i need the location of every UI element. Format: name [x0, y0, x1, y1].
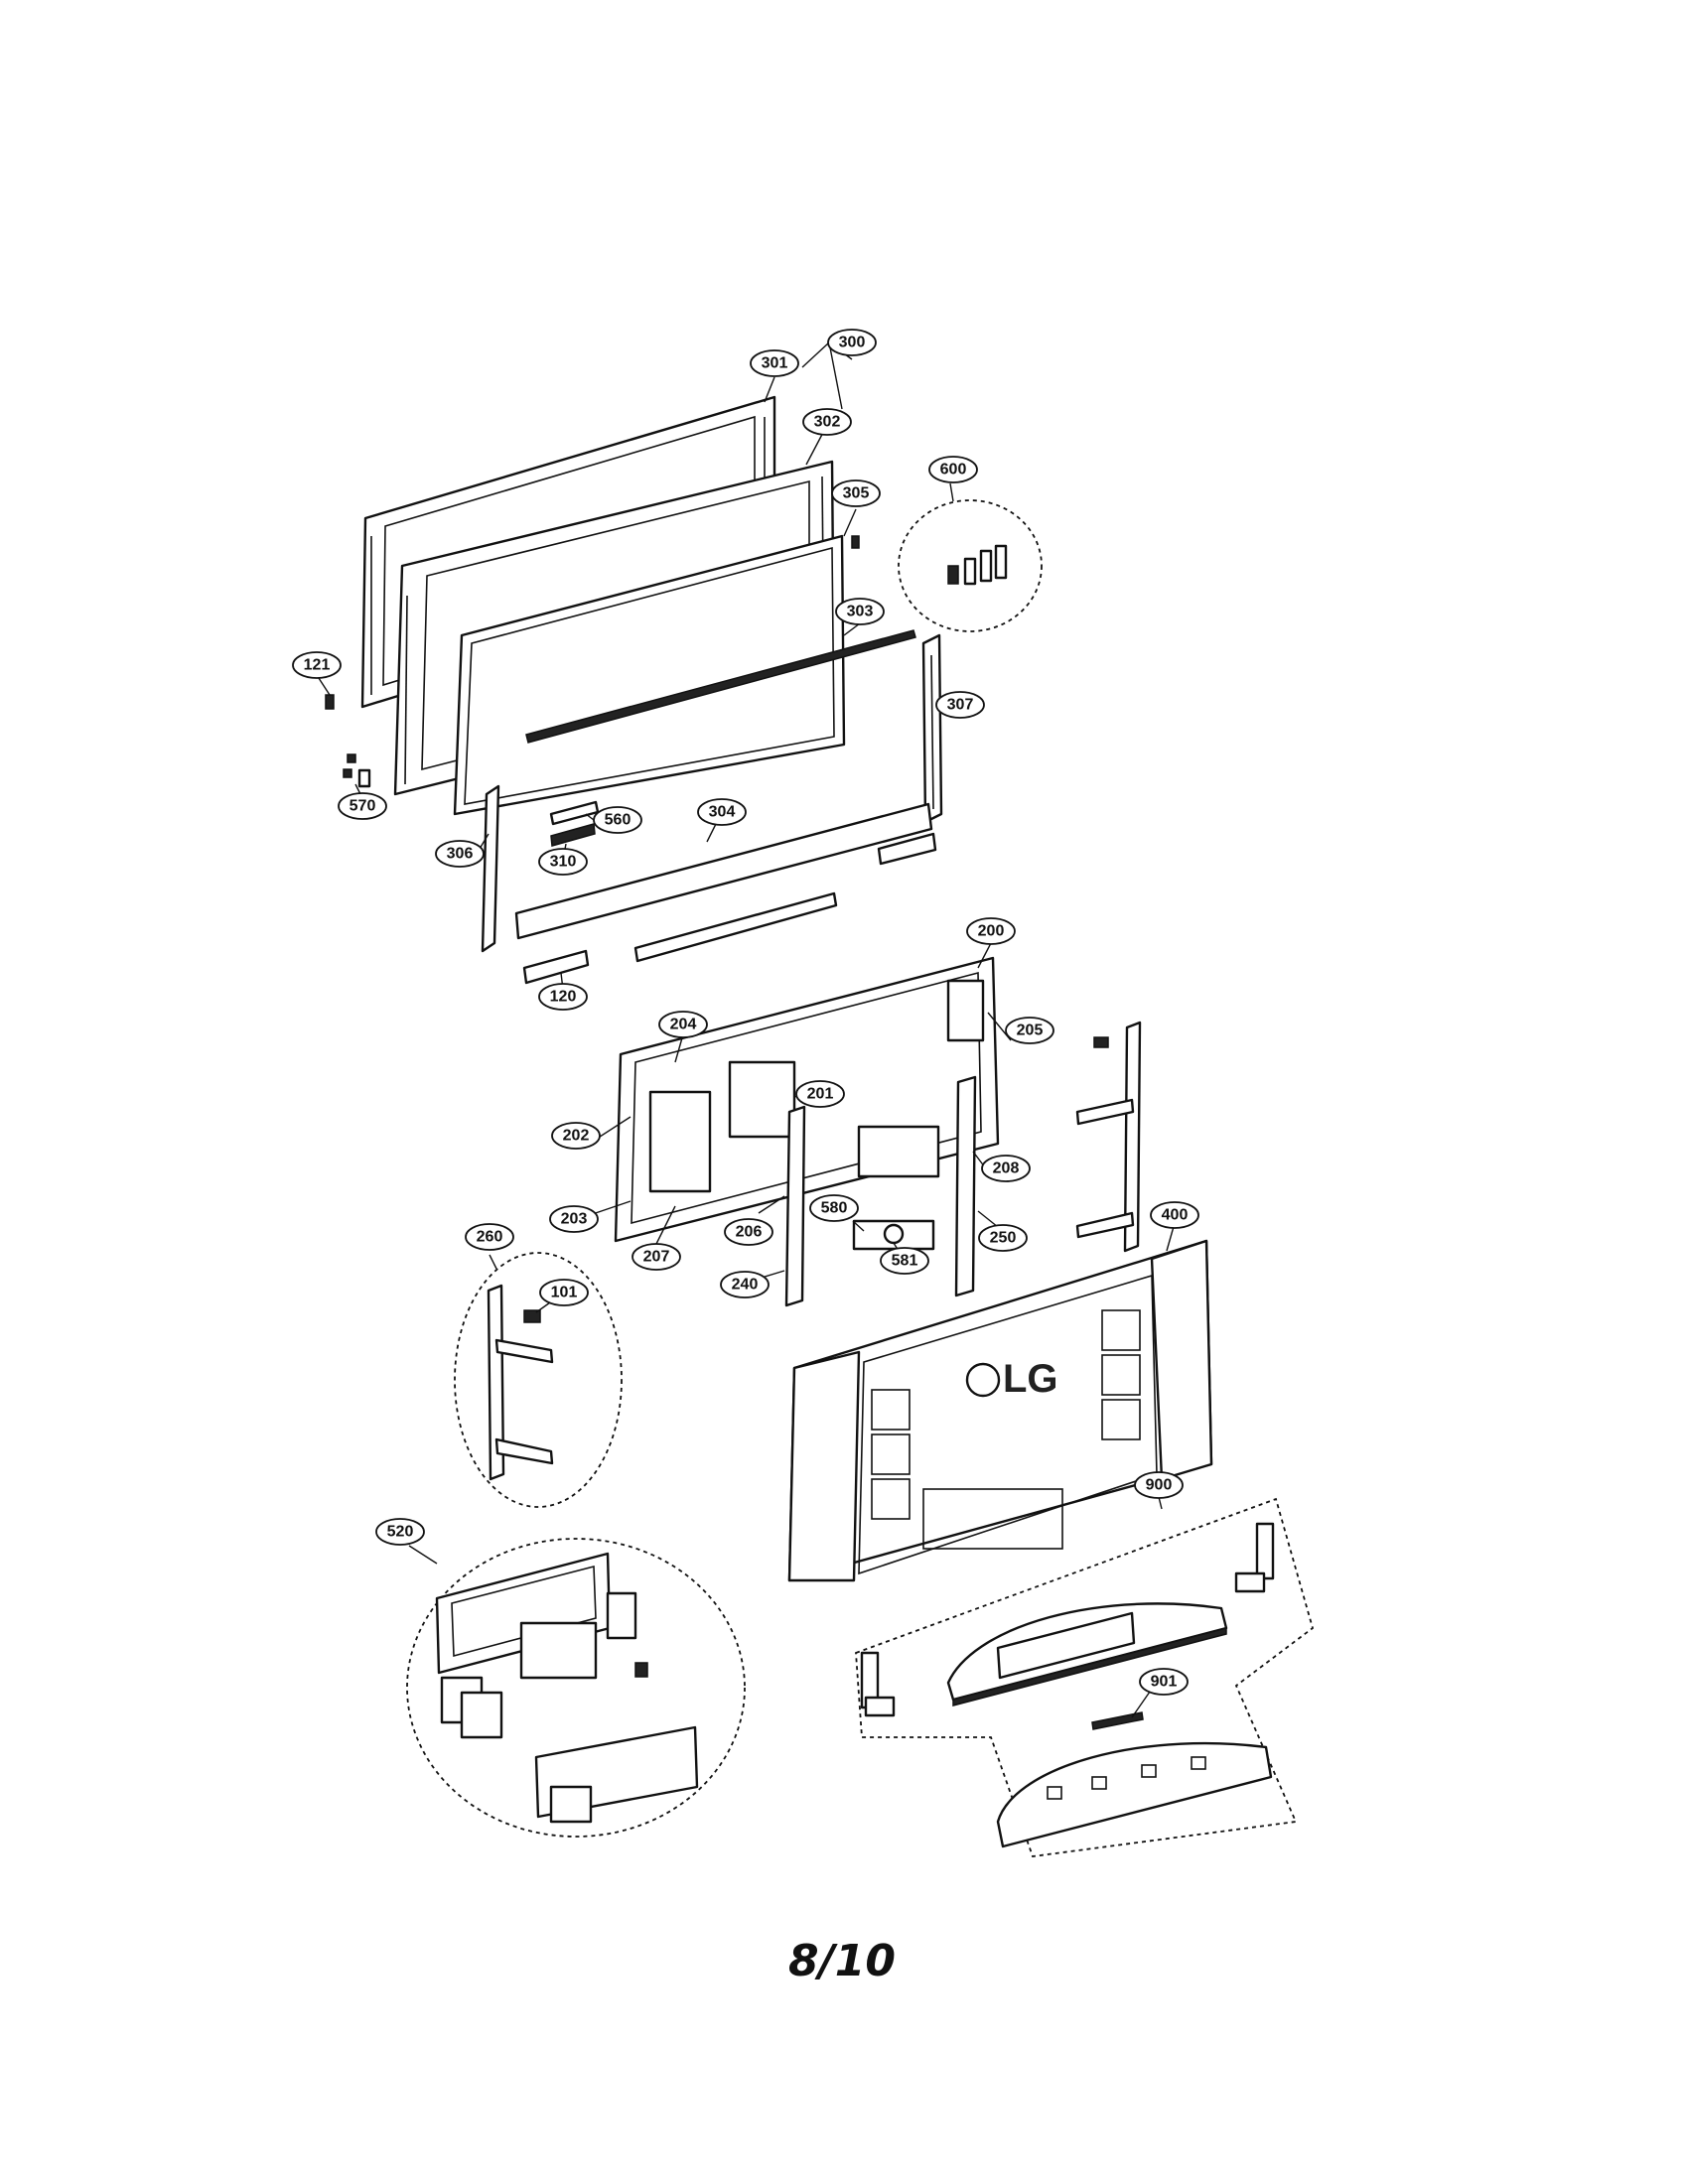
svg-text:203: 203 [561, 1211, 588, 1228]
screw-121 [325, 694, 335, 710]
callout-301: 301 [750, 349, 799, 377]
svg-text:121: 121 [304, 657, 331, 674]
callout-101: 101 [539, 1279, 589, 1306]
callout-310: 310 [538, 848, 588, 876]
callout-120: 120 [538, 983, 588, 1011]
svg-text:250: 250 [990, 1230, 1017, 1247]
callout-600: 600 [928, 456, 978, 483]
side-bracket-307 [921, 633, 943, 824]
svg-text:204: 204 [670, 1017, 697, 1033]
back-cover-400: LG [787, 1239, 1213, 1582]
bottom-bracket-304 [514, 802, 933, 963]
svg-text:303: 303 [847, 604, 874, 620]
stand-post-right [1255, 1522, 1275, 1580]
right-stand-bracket [1075, 1021, 1142, 1253]
svg-text:101: 101 [551, 1285, 578, 1301]
group-600 [898, 499, 1043, 632]
svg-text:240: 240 [732, 1277, 759, 1294]
callout-260: 260 [465, 1223, 514, 1251]
callout-400: 400 [1150, 1201, 1199, 1229]
callout-304: 304 [697, 798, 747, 826]
callout-305: 305 [831, 479, 881, 507]
callout-560: 560 [593, 806, 642, 834]
speaker-581 [883, 1223, 905, 1245]
board-205 [946, 979, 985, 1042]
callout-207: 207 [632, 1243, 681, 1271]
callout-200: 200 [966, 917, 1016, 945]
svg-text:900: 900 [1146, 1477, 1173, 1494]
terminal-208 [857, 1125, 940, 1178]
stand-bracket-240 [784, 1105, 806, 1307]
svg-text:206: 206 [736, 1224, 763, 1241]
callout-303: 303 [835, 598, 885, 625]
board-202 [648, 1090, 712, 1193]
svg-text:570: 570 [350, 798, 376, 815]
svg-text:120: 120 [550, 989, 577, 1006]
side-bracket-306 [481, 784, 500, 953]
callout-203: 203 [549, 1205, 599, 1233]
callout-205: 205 [1005, 1017, 1054, 1044]
svg-text:207: 207 [643, 1249, 670, 1266]
svg-text:208: 208 [993, 1160, 1020, 1177]
svg-text:302: 302 [814, 414, 841, 431]
callout-580: 580 [809, 1194, 859, 1222]
part-310 [550, 823, 596, 847]
svg-text:306: 306 [447, 846, 474, 863]
group-260 [454, 1252, 623, 1508]
callout-201: 201 [795, 1080, 845, 1108]
callout-306: 306 [435, 840, 485, 868]
callout-307: 307 [935, 691, 985, 719]
callout-581: 581 [880, 1247, 929, 1275]
callout-570: 570 [338, 792, 387, 820]
callout-208: 208 [981, 1155, 1031, 1182]
svg-text:400: 400 [1162, 1207, 1189, 1224]
callout-202: 202 [551, 1122, 601, 1150]
callout-240: 240 [720, 1271, 770, 1298]
svg-text:300: 300 [839, 335, 866, 351]
svg-text:600: 600 [940, 462, 967, 478]
svg-text:205: 205 [1017, 1023, 1044, 1039]
page-number: 8/10 [788, 1936, 896, 1986]
svg-text:304: 304 [709, 804, 736, 821]
stand-bracket-250 [954, 1075, 977, 1297]
svg-text:520: 520 [387, 1524, 414, 1541]
svg-text:560: 560 [605, 812, 632, 829]
svg-text:200: 200 [978, 923, 1005, 940]
group-520 [406, 1538, 746, 1838]
callout-901: 901 [1139, 1668, 1189, 1696]
svg-text:201: 201 [807, 1086, 834, 1103]
callout-900: 900 [1134, 1471, 1184, 1499]
svg-text:901: 901 [1151, 1674, 1178, 1691]
lg-logo: LG [1003, 1357, 1058, 1401]
part-101 [523, 1309, 541, 1323]
glass-filter-305 [453, 534, 846, 816]
svg-text:301: 301 [762, 355, 788, 372]
callout-121: 121 [292, 651, 342, 679]
strip-303 [525, 629, 916, 744]
board-201 [728, 1060, 796, 1139]
svg-text:307: 307 [947, 697, 974, 714]
speaker-120 [522, 949, 590, 985]
svg-text:581: 581 [892, 1253, 918, 1270]
screw-305 [851, 535, 860, 549]
svg-text:305: 305 [843, 485, 870, 502]
parts-570 [343, 753, 371, 788]
callout-204: 204 [658, 1011, 708, 1038]
part-560 [549, 800, 600, 826]
svg-text:260: 260 [477, 1229, 503, 1246]
stand-900 [855, 1497, 1315, 1857]
svg-text:310: 310 [550, 854, 577, 871]
callout-206: 206 [724, 1218, 773, 1246]
speaker-right [877, 832, 937, 866]
callout-250: 250 [978, 1224, 1028, 1252]
callout-520: 520 [375, 1518, 425, 1546]
callout-300: 300 [827, 329, 877, 356]
svg-text:202: 202 [563, 1128, 590, 1145]
svg-text:580: 580 [821, 1200, 848, 1217]
part-901 [1091, 1711, 1144, 1730]
callout-302: 302 [802, 408, 852, 436]
